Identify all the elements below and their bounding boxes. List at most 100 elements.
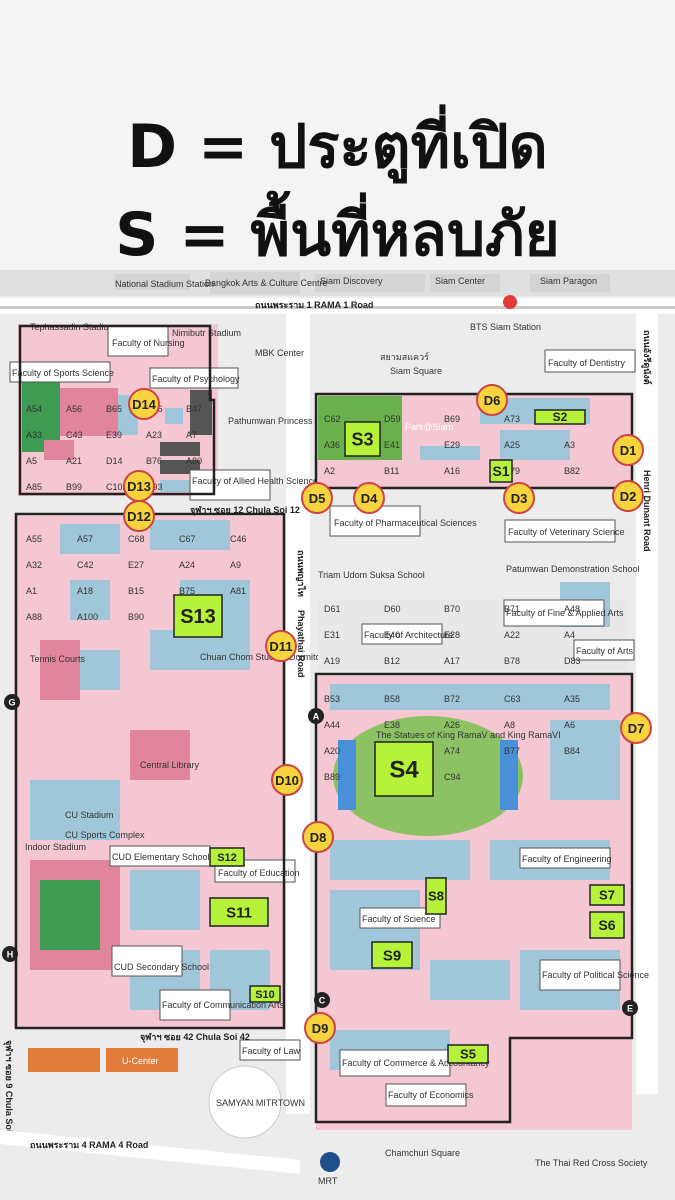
- building-code: A23: [146, 430, 162, 440]
- building-code: A80: [186, 456, 202, 466]
- political-faculty-label: Faculty of Political Science: [542, 970, 649, 980]
- building-code: E27: [128, 560, 144, 570]
- pathumwan-hotel-label: Pathumwan Princess Hotel: [228, 416, 336, 426]
- gate-d9: D9: [304, 1012, 336, 1044]
- architecture-faculty-label: Faculty of Architecture: [364, 630, 453, 640]
- svg-text:S11: S11: [226, 904, 252, 921]
- building-code: A33: [26, 430, 42, 440]
- building-code: A17: [444, 656, 460, 666]
- building-code: B76: [146, 456, 162, 466]
- top-places: National Stadium Station Bangkok Arts & …: [115, 276, 597, 289]
- svg-text:D10: D10: [275, 773, 299, 788]
- svg-text:D9: D9: [312, 1021, 329, 1036]
- svg-text:S2: S2: [553, 410, 568, 424]
- pin-e: E: [622, 1000, 638, 1016]
- building-code: E41: [384, 440, 400, 450]
- building-code: C43: [66, 430, 83, 440]
- building-code: B75: [179, 586, 195, 596]
- fine-arts-faculty-label: Faculty of Fine & Applied Arts: [506, 608, 624, 618]
- svg-text:D7: D7: [628, 721, 645, 736]
- building-code: A100: [77, 612, 98, 622]
- building-code: A85: [26, 482, 42, 492]
- building-code: B99: [66, 482, 82, 492]
- building-code: B77: [504, 746, 520, 756]
- building-code: A1: [26, 586, 37, 596]
- svg-text:S8: S8: [428, 889, 444, 904]
- building-code: A73: [504, 414, 520, 424]
- building-code: A44: [324, 720, 340, 730]
- safe-area-s6: S6: [589, 911, 625, 939]
- samyan-label: SAMYAN MITRTOWN: [216, 1098, 305, 1108]
- dentistry-faculty-label: Faculty of Dentistry: [548, 358, 626, 368]
- building-code: A2: [324, 466, 335, 476]
- building-code: B65: [106, 404, 122, 414]
- svg-text:S1: S1: [492, 463, 509, 479]
- safe-area-s4: S4: [374, 741, 434, 797]
- allied-faculty-label: Faculty of Allied Health Sciences: [192, 476, 323, 486]
- tennis-courts-label: Tennis Courts: [30, 654, 86, 664]
- building-code: C94: [444, 772, 461, 782]
- svg-text:D3: D3: [511, 491, 528, 506]
- gate-d13: D13: [123, 470, 155, 502]
- building-code: B70: [444, 604, 460, 614]
- safe-area-s13: S13: [173, 594, 223, 638]
- route-block-west: [14, 512, 286, 1030]
- building-code: C67: [179, 534, 196, 544]
- building-code: A8: [504, 720, 515, 730]
- chamchuri-square-label: Chamchuri Square: [385, 1148, 460, 1158]
- building-code: E31: [324, 630, 340, 640]
- building-code: A88: [26, 612, 42, 622]
- henri-en-label: Henri Dunant Road: [642, 470, 652, 552]
- building-code: A36: [324, 440, 340, 450]
- building-code: D60: [384, 604, 401, 614]
- building-code: A25: [504, 440, 520, 450]
- siam-square-en-label: Siam Square: [390, 366, 442, 376]
- svg-text:D5: D5: [309, 491, 326, 506]
- building-code: A55: [26, 534, 42, 544]
- statues-label: The Statues of King RamaV and King RamaV…: [376, 730, 561, 740]
- svg-text:D13: D13: [127, 479, 151, 494]
- bts-label: BTS Siam Station: [470, 322, 541, 332]
- building-codes: A54A55C62D61B53A56A57D59D60B58B65C68B69B…: [26, 404, 581, 782]
- legend-gate-line: D = ประตูที่เปิด: [127, 112, 548, 182]
- gate-d14: D14: [128, 388, 160, 420]
- national-stadium-label: National Stadium Station: [115, 279, 214, 289]
- building-code: A4: [564, 630, 575, 640]
- commerce-faculty-label: Faculty of Commerce & Accountancy: [342, 1058, 490, 1068]
- gate-d3: D3: [503, 482, 535, 514]
- building-code: A54: [26, 404, 42, 414]
- svg-text:S3: S3: [351, 429, 373, 449]
- u-center-label: U-Center: [122, 1056, 159, 1066]
- route-block-south-east: [314, 672, 634, 1124]
- building-code: B90: [128, 612, 144, 622]
- svg-text:D11: D11: [269, 639, 292, 654]
- building-code: B72: [444, 694, 460, 704]
- dormitory-label: Chuan Chom Student Dormitory: [200, 652, 329, 662]
- gate-d4: D4: [353, 482, 385, 514]
- building-code: A22: [504, 630, 520, 640]
- svg-text:H: H: [7, 950, 14, 960]
- building-code: A35: [564, 694, 580, 704]
- cud-secondary-label: CUD Secondary School: [114, 962, 209, 972]
- building-code: E38: [384, 720, 400, 730]
- building-code: E39: [106, 430, 122, 440]
- building-code: A5: [26, 456, 37, 466]
- building-code: C102: [106, 482, 128, 492]
- building-code: B15: [128, 586, 144, 596]
- education-faculty-label: Faculty of Education: [218, 868, 300, 878]
- building-code: A21: [66, 456, 82, 466]
- safe-area-s1: S1: [489, 459, 513, 483]
- building-code: A16: [444, 466, 460, 476]
- building-code: B12: [384, 656, 400, 666]
- gate-d10: D10: [271, 764, 303, 796]
- svg-text:G: G: [8, 698, 15, 708]
- siam-square-th-label: สยามสแควร์: [380, 351, 429, 362]
- safe-area-s11: S11: [209, 897, 269, 927]
- svg-text:S12: S12: [217, 852, 237, 864]
- safe-area-s7: S7: [589, 884, 625, 906]
- cu-stadium-label: CU Stadium: [65, 810, 114, 820]
- pin-h: H: [2, 946, 18, 962]
- svg-text:S9: S9: [383, 947, 401, 964]
- svg-text:A: A: [313, 712, 320, 722]
- building-code: B82: [564, 466, 580, 476]
